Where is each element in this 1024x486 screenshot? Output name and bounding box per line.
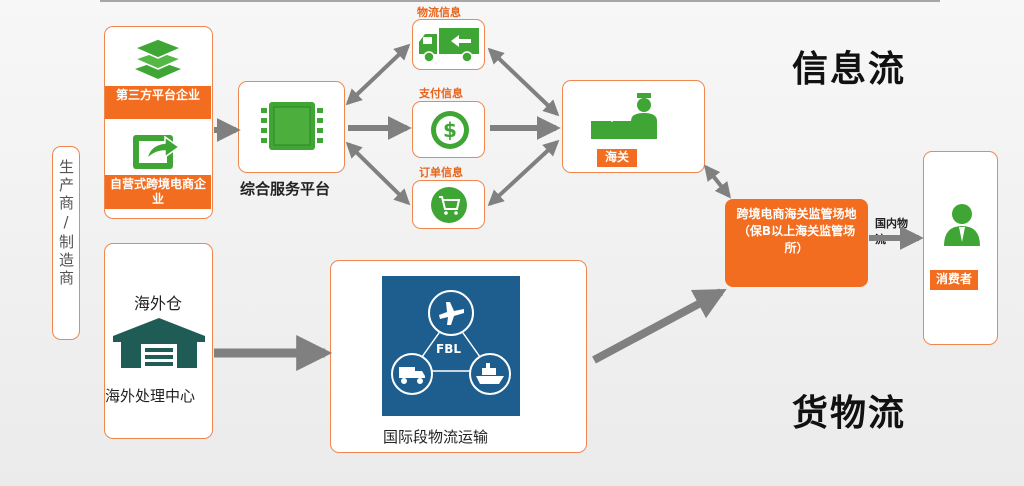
- order-info-label: 订单信息: [419, 166, 463, 179]
- payment-info-label: 支付信息: [419, 87, 463, 100]
- logistics-info-box: [412, 19, 485, 70]
- consumer-label: 消费者: [930, 270, 978, 290]
- order-info-box: [412, 180, 485, 229]
- intl-logistics-label: 国际段物流运输: [383, 428, 489, 446]
- overseas-warehouse-label: 海外仓: [134, 294, 183, 313]
- fbl-panel: FBL: [382, 276, 520, 416]
- goods-flow-title: 货物流: [792, 392, 907, 434]
- svg-text:$: $: [443, 118, 457, 142]
- manufacturer-box: 生产商/制造商: [52, 146, 80, 340]
- intl-logistics-box: FBL 国际段物流运输: [330, 260, 587, 453]
- dollar-icon: $: [431, 111, 469, 149]
- customs-box: 海关: [562, 80, 705, 173]
- payment-info-box: $: [412, 101, 485, 158]
- enterprise-box: 第三方平台企业 自营式跨境电商企业: [104, 26, 213, 219]
- cart-icon: [431, 187, 467, 223]
- top-divider: [100, 0, 940, 2]
- warehouse-icon: [113, 318, 205, 368]
- overseas-box: 海外仓 海外处理中心: [104, 243, 213, 439]
- service-platform-box: [238, 81, 345, 173]
- overseas-center-label: 海外处理中心: [105, 387, 196, 405]
- self-run-ecommerce-label: 自营式跨境电商企业: [105, 175, 211, 209]
- customs-officer-icon: [591, 93, 657, 139]
- chip-icon: [261, 102, 323, 150]
- truck-icon: [419, 28, 479, 63]
- manufacturer-label: 生产商/制造商: [57, 159, 75, 288]
- customs-label: 海关: [597, 149, 637, 167]
- bonded-zone-box: 跨境电商海关监管场地（保B以上海关监管场所）: [725, 199, 868, 287]
- logistics-info-label: 物流信息: [417, 6, 461, 19]
- fbl-network-diagram: [391, 290, 511, 395]
- service-platform-label: 综合服务平台: [240, 180, 331, 198]
- person-icon: [944, 204, 980, 246]
- fbl-label: FBL: [436, 342, 461, 356]
- share-icon: [133, 135, 181, 169]
- layers-icon: [133, 38, 183, 79]
- info-flow-title: 信息流: [792, 48, 907, 90]
- consumer-box: 消费者: [923, 151, 998, 345]
- third-party-platform-label: 第三方平台企业: [105, 86, 211, 119]
